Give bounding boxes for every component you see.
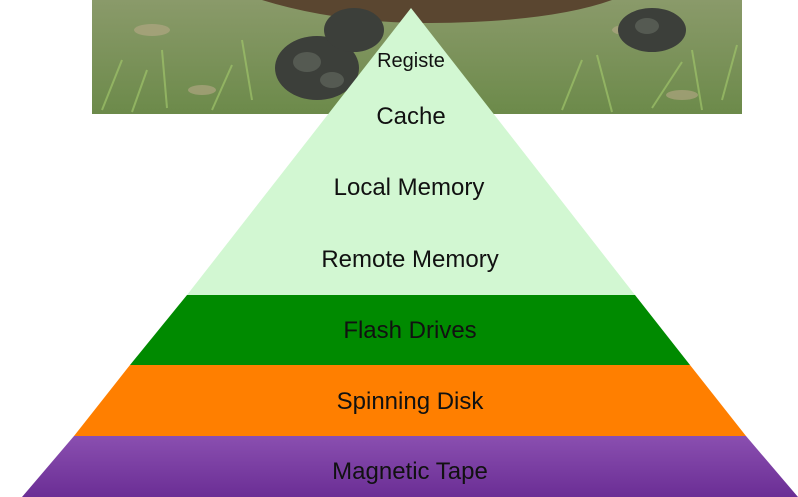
pyramid-light-region <box>187 8 635 295</box>
pyramid-band-flash-drives <box>130 295 690 365</box>
level-label-flash-drives: Flash Drives <box>343 317 477 344</box>
level-label-magnetic-tape: Magnetic Tape <box>332 458 488 485</box>
level-label-remote-memory: Remote Memory <box>321 246 499 273</box>
pyramid-band-magnetic-tape <box>22 436 798 497</box>
level-label-registers: Registe <box>377 50 445 72</box>
level-label-local-memory: Local Memory <box>333 174 485 201</box>
pyramid-band-spinning-disk <box>74 365 746 436</box>
level-label-cache: Cache <box>376 103 446 130</box>
level-label-spinning-disk: Spinning Disk <box>336 388 484 415</box>
